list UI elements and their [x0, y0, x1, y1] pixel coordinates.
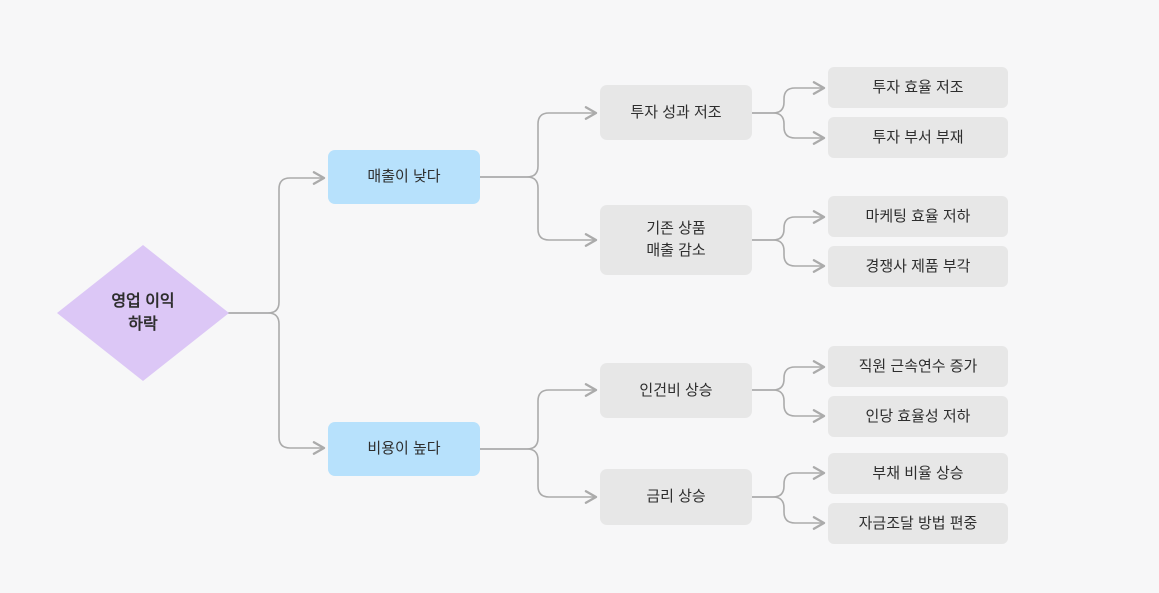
- leaf-per-person-efficiency-decline[interactable]: 인당 효율성 저하: [828, 396, 1008, 437]
- connector-invest-leaf2: [751, 112, 826, 145]
- connector-sales-invest: [479, 106, 598, 178]
- node-existing-product-sales-decrease[interactable]: 기존 상품 매출 감소: [600, 205, 752, 275]
- connector-product-leaf1: [751, 210, 826, 241]
- leaf-competitor-product-highlight[interactable]: 경쟁사 제품 부각: [828, 246, 1008, 287]
- node-label: 인당 효율성 저하: [865, 407, 971, 425]
- connector-root-cost: [227, 312, 326, 455]
- node-interest-rate-rise[interactable]: 금리 상승: [600, 469, 752, 525]
- node-label: 매출이 낮다: [367, 168, 441, 186]
- node-labor-cost-rise[interactable]: 인건비 상승: [600, 363, 752, 418]
- node-label: 인건비 상승: [639, 381, 713, 399]
- connector-invest-leaf1: [751, 81, 826, 114]
- node-label: 비용이 높다: [367, 440, 441, 458]
- connector-cost-interest: [479, 448, 598, 504]
- connector-root-sales: [227, 171, 326, 314]
- node-label: 영업 이익 하락: [111, 292, 175, 333]
- leaf-investment-dept-absent[interactable]: 투자 부서 부재: [828, 117, 1008, 158]
- connector-product-leaf2: [751, 239, 826, 273]
- node-cost-high[interactable]: 비용이 높다: [328, 422, 480, 476]
- node-label: 자금조달 방법 편중: [858, 514, 978, 532]
- node-investment-performance-low[interactable]: 투자 성과 저조: [600, 85, 752, 140]
- connector-labor-leaf2: [751, 389, 826, 423]
- leaf-employee-tenure-increase[interactable]: 직원 근속연수 증가: [828, 346, 1008, 387]
- node-label: 투자 성과 저조: [630, 103, 722, 121]
- connector-labor-leaf1: [751, 360, 826, 391]
- node-label: 경쟁사 제품 부각: [865, 257, 971, 275]
- node-label: 금리 상승: [646, 488, 706, 506]
- leaf-investment-efficiency-low[interactable]: 투자 효율 저조: [828, 67, 1008, 108]
- connector-interest-leaf2: [751, 496, 826, 530]
- leaf-debt-ratio-rise[interactable]: 부채 비율 상승: [828, 453, 1008, 494]
- connector-sales-product: [479, 176, 598, 247]
- leaf-financing-method-concentration[interactable]: 자금조달 방법 편중: [828, 503, 1008, 544]
- node-sales-low[interactable]: 매출이 낮다: [328, 150, 480, 204]
- node-label: 마케팅 효율 저하: [865, 207, 971, 225]
- node-label: 부채 비율 상승: [872, 464, 964, 482]
- node-label: 투자 효율 저조: [872, 78, 964, 96]
- connector-cost-labor: [479, 383, 598, 450]
- node-label: 투자 부서 부재: [872, 128, 964, 146]
- leaf-marketing-efficiency-decline[interactable]: 마케팅 효율 저하: [828, 196, 1008, 237]
- node-label: 직원 근속연수 증가: [858, 357, 978, 375]
- node-label: 기존 상품 매출 감소: [646, 220, 706, 259]
- connector-interest-leaf1: [751, 466, 826, 498]
